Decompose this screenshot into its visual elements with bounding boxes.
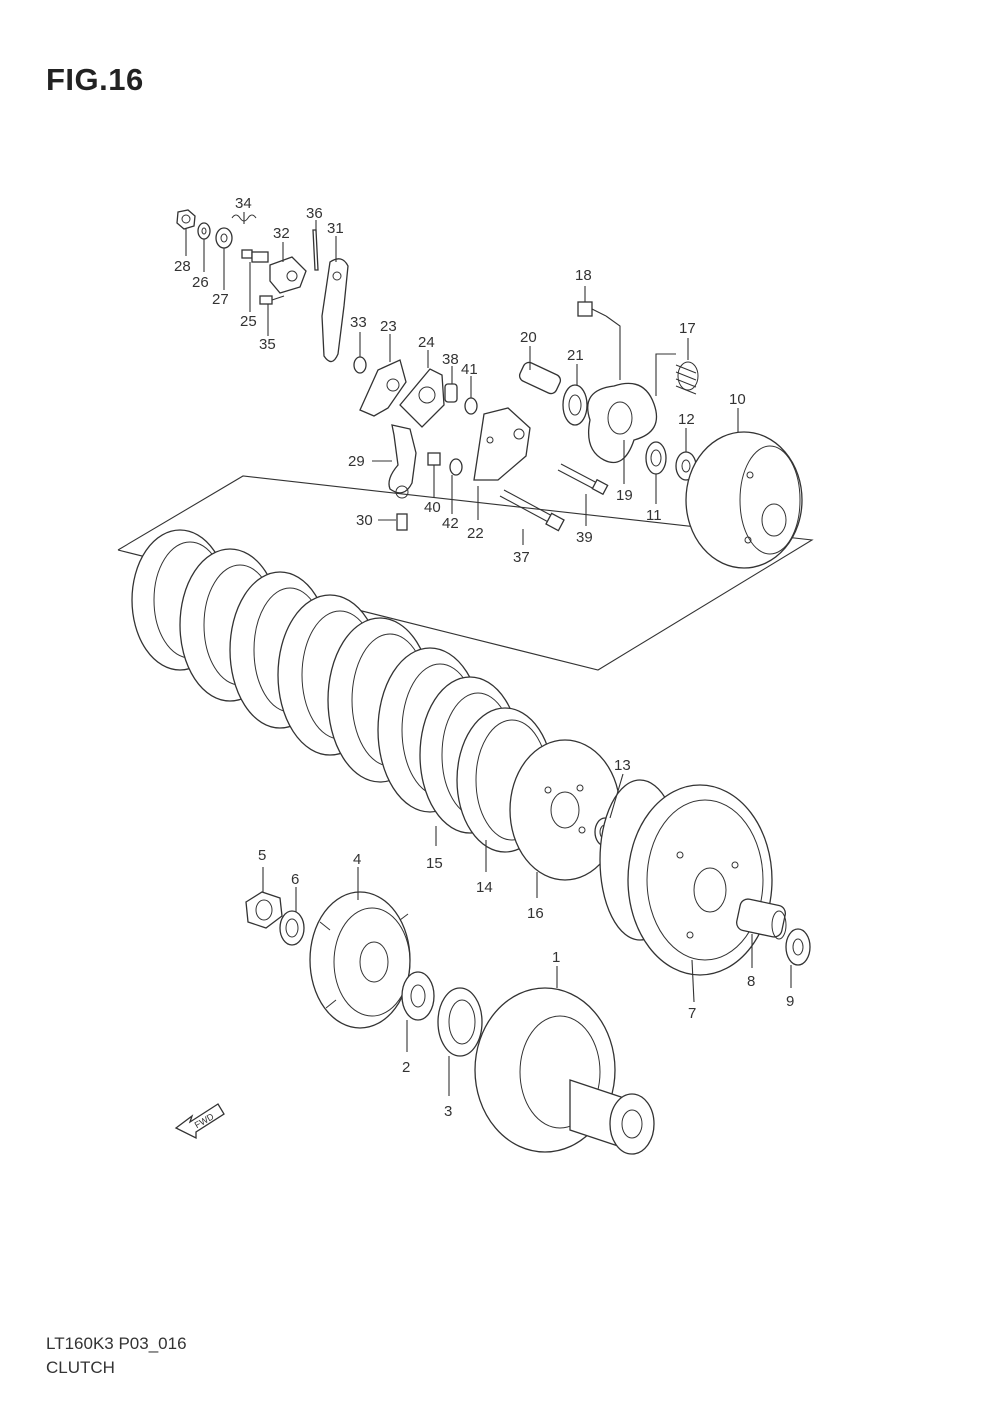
callout-32: 32 — [273, 225, 290, 242]
callout-35: 35 — [259, 336, 276, 353]
part-27-washer[interactable] — [215, 227, 233, 249]
callout-8: 8 — [747, 973, 755, 990]
part-33-washer[interactable] — [353, 356, 367, 374]
part-37-bolt[interactable] — [499, 489, 565, 532]
callout-38: 38 — [442, 351, 459, 368]
callout-37: 37 — [513, 549, 530, 566]
part-7-clutch-housing[interactable] — [599, 779, 773, 976]
callout-3: 3 — [444, 1103, 452, 1120]
part-2-washer[interactable] — [401, 971, 435, 1021]
callout-40: 40 — [424, 499, 441, 516]
callout-39: 39 — [576, 529, 593, 546]
part-40-bolt[interactable] — [427, 452, 441, 466]
callout-27: 27 — [212, 291, 229, 308]
callout-20: 20 — [520, 329, 537, 346]
callout-28: 28 — [174, 258, 191, 275]
callout-29: 29 — [348, 453, 365, 470]
callout-7: 7 — [688, 1005, 696, 1022]
callout-42: 42 — [442, 515, 459, 532]
part-41-washer[interactable] — [464, 397, 478, 415]
callout-24: 24 — [418, 334, 435, 351]
callout-19: 19 — [616, 487, 633, 504]
part-23-bracket[interactable] — [359, 359, 407, 417]
callout-34: 34 — [235, 195, 252, 212]
callout-25: 25 — [240, 313, 257, 330]
callout-14: 14 — [476, 879, 493, 896]
callout-23: 23 — [380, 318, 397, 335]
callout-12: 12 — [678, 411, 695, 428]
callout-1: 1 — [552, 949, 560, 966]
part-28-nut[interactable] — [176, 209, 196, 230]
part-24-plate[interactable] — [399, 368, 445, 428]
part-21-bearing[interactable] — [562, 384, 588, 426]
callout-33: 33 — [350, 314, 367, 331]
part-35-bolt[interactable] — [259, 295, 285, 305]
part-1-clutch-drum[interactable] — [474, 987, 655, 1155]
part-29-lever[interactable] — [388, 424, 417, 499]
callout-41: 41 — [461, 361, 478, 378]
part-17-spring[interactable] — [675, 361, 699, 395]
part-31-arm[interactable] — [321, 258, 349, 363]
part-26-washer[interactable] — [197, 222, 211, 240]
callout-18: 18 — [575, 267, 592, 284]
callout-31: 31 — [327, 220, 344, 237]
model-code: LT160K3 P03_016 — [46, 1334, 187, 1353]
part-20-shaft[interactable] — [518, 360, 563, 395]
callout-10: 10 — [729, 391, 746, 408]
callout-labels: 1 2 3 4 5 6 7 8 9 10 11 12 13 14 15 16 1… — [174, 195, 794, 1120]
callout-30: 30 — [356, 512, 373, 529]
callout-9: 9 — [786, 993, 794, 1010]
callout-11: 11 — [646, 507, 662, 524]
part-22-plate[interactable] — [473, 407, 531, 481]
part-15-plate-stack[interactable] — [131, 529, 521, 834]
part-4-clutch-shoe-assembly[interactable] — [309, 891, 411, 1029]
part-8-sleeve[interactable] — [735, 898, 787, 940]
part-36-pin[interactable] — [312, 229, 319, 271]
part-30-bolt[interactable] — [396, 513, 408, 531]
part-11-collar[interactable] — [645, 441, 667, 475]
callout-22: 22 — [467, 525, 484, 542]
callout-2: 2 — [402, 1059, 410, 1076]
plate-stack-frame — [117, 475, 814, 671]
part-25-bolt[interactable] — [241, 249, 269, 263]
part-3-one-way-clutch[interactable] — [437, 987, 483, 1057]
part-9-washer[interactable] — [785, 928, 811, 966]
part-39-bolt[interactable] — [557, 463, 609, 496]
part-38-bushing[interactable] — [444, 383, 458, 403]
part-10-clutch-drum[interactable] — [685, 431, 803, 569]
callout-5: 5 — [258, 847, 266, 864]
callout-21: 21 — [567, 347, 584, 364]
callout-17: 17 — [679, 320, 696, 337]
callout-15: 15 — [426, 855, 443, 872]
callout-6: 6 — [291, 871, 299, 888]
figure-title: FIG.16 — [46, 62, 144, 97]
fwd-arrow-icon: FWD — [174, 1103, 225, 1140]
part-18-bolt[interactable] — [577, 301, 607, 317]
part-19-hub-plate[interactable] — [587, 382, 658, 464]
callout-36: 36 — [306, 205, 323, 222]
section-name: CLUTCH — [46, 1358, 115, 1377]
part-42-washer[interactable] — [449, 458, 463, 476]
callout-4: 4 — [353, 851, 361, 868]
part-32-lever-body[interactable] — [269, 256, 307, 294]
callout-26: 26 — [192, 274, 209, 291]
part-5-nut[interactable] — [245, 891, 283, 929]
callout-16: 16 — [527, 905, 544, 922]
callout-13: 13 — [614, 757, 631, 774]
part-6-washer[interactable] — [279, 910, 305, 946]
leader-lines — [185, 212, 792, 1096]
